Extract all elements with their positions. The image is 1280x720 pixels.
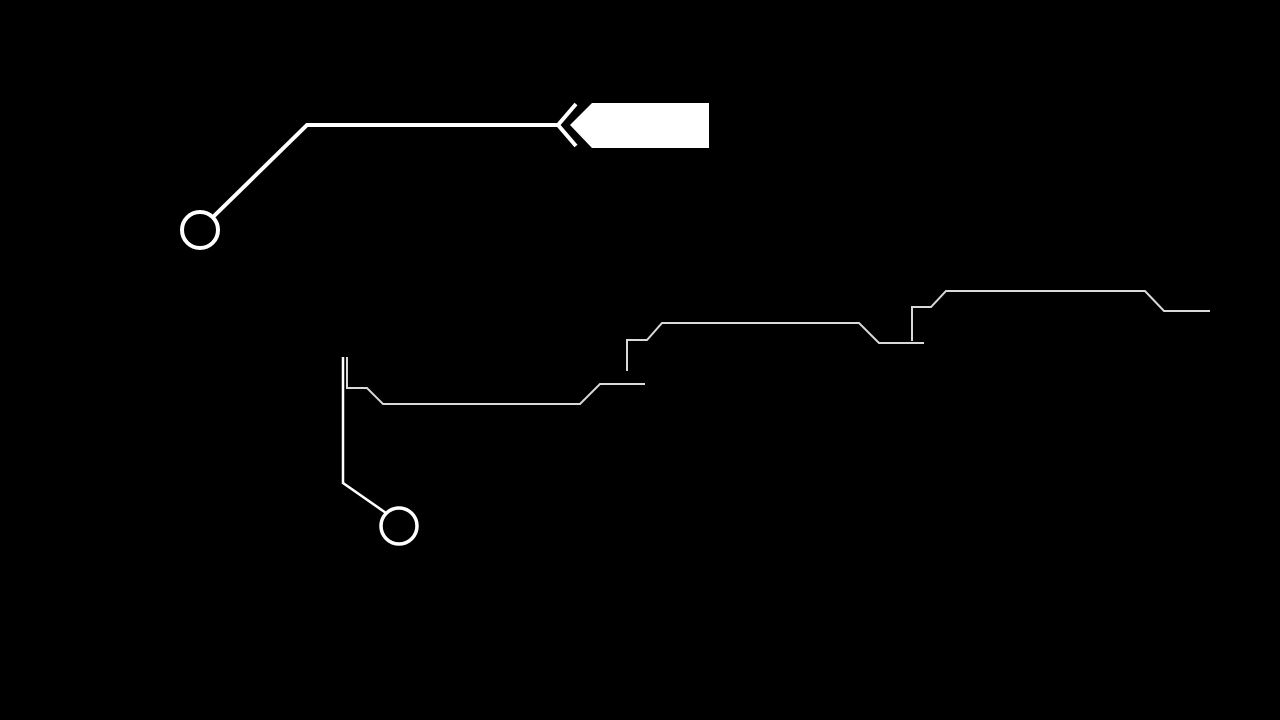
anchor-circle-icon	[379, 506, 419, 546]
step-line-3	[911, 290, 1210, 341]
lower-callout	[341, 290, 1210, 546]
leader-line	[211, 123, 557, 219]
upper-callout	[180, 102, 709, 250]
step-line-1	[346, 357, 645, 405]
anchor-circle-icon	[180, 210, 220, 250]
leader-line	[341, 357, 387, 515]
stepped-lines	[346, 290, 1210, 405]
step-line-2	[626, 322, 924, 371]
label-tag	[570, 103, 709, 148]
chevron-left-icon	[555, 102, 578, 148]
